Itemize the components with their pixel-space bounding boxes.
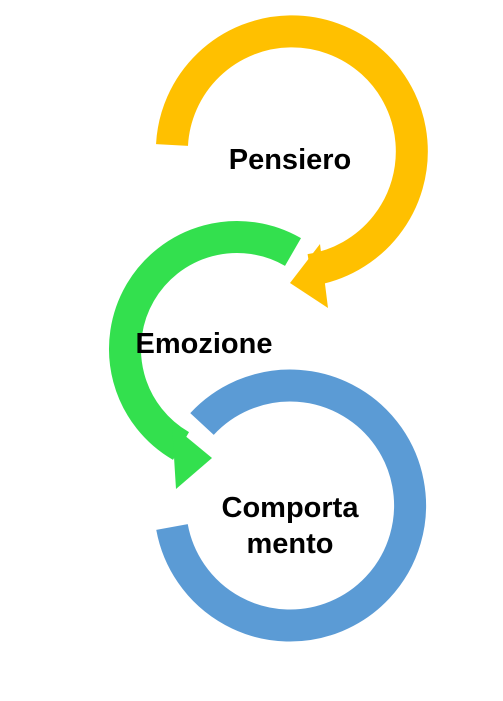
comportamento-label: Comporta mento xyxy=(190,490,390,562)
comportamento-label-line-2: mento xyxy=(246,528,334,560)
pensiero-arrowhead xyxy=(290,244,328,308)
pensiero-label: Pensiero xyxy=(228,144,352,176)
comportamento-label-line-1: Comporta xyxy=(221,492,359,524)
emozione-arrowhead xyxy=(172,425,212,489)
emozione-arc xyxy=(109,221,301,460)
comportamento-ring xyxy=(156,369,427,642)
pensiero-arc xyxy=(156,15,428,286)
emozione-label: Emozione xyxy=(135,328,273,360)
